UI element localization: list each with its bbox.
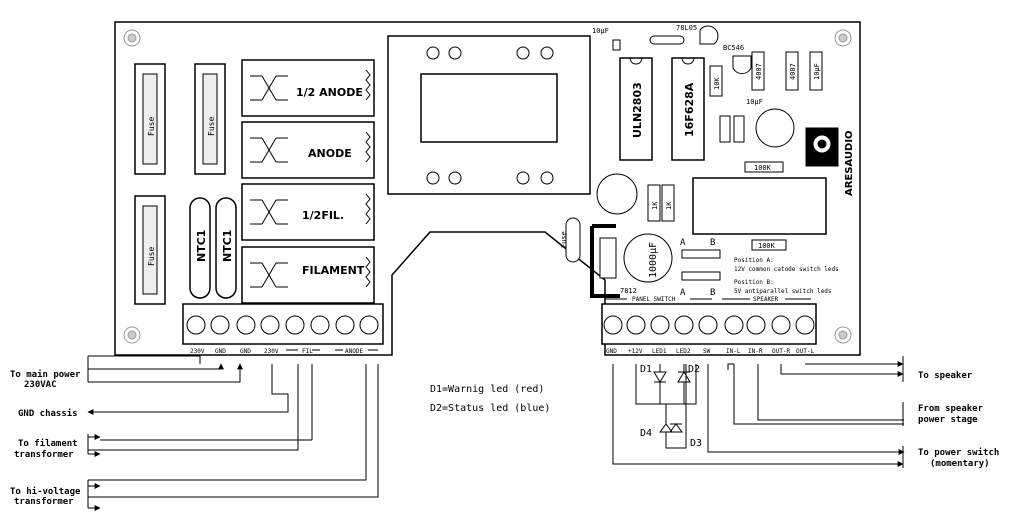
right-labels: To speaker From speaker power stage To p… (918, 371, 999, 469)
jumper-a-label-1: A (680, 238, 686, 248)
right-terminal-label-7: IN-R (748, 348, 763, 355)
legend-d1: D1=Warnig led (red) (430, 384, 544, 395)
diode-4007-label-2: 4007 (789, 63, 797, 80)
transformer (387, 35, 591, 195)
label-gnd-chassis: GND chassis (18, 408, 78, 419)
right-terminal-block: PANEL SWITCH SPEAKER GND +12V LED1 LED2 … (601, 296, 817, 355)
d4-label: D4 (640, 428, 652, 439)
right-terminal-label-2: +12V (628, 348, 643, 355)
right-group-speaker-label: SPEAKER (753, 296, 779, 303)
label-main-power-1: To main power (10, 369, 81, 380)
position-a-desc: 12V common catode switch leds (734, 266, 839, 273)
label-main-power-2: 230VAC (24, 380, 57, 390)
relay-label-3: 1/2FIL. (302, 209, 344, 222)
label-power-switch-1: To power switch (918, 447, 999, 458)
reg-7812-label: 7812 (620, 287, 637, 295)
led-legend: D1=Warnig led (red) D2=Status led (blue) (430, 384, 550, 414)
right-terminal-label-1: GND (606, 348, 617, 355)
label-filament-2: transformer (14, 450, 74, 460)
position-b-title: Position B: (734, 279, 774, 286)
label-hv-2: transformer (14, 497, 74, 507)
left-terminal-block: 230V GND GND 230V FIL ANODE (182, 303, 384, 355)
label-to-speaker: To speaker (918, 371, 973, 381)
jumper-b-label-1: B (710, 238, 715, 248)
res-1k-label-1: 1K (651, 201, 659, 210)
right-terminal-label-6: IN-L (726, 348, 741, 355)
label-power-switch-2: (momentary) (930, 459, 990, 469)
mounting-holes (123, 29, 852, 344)
relay-label-2: ANODE (308, 147, 352, 160)
d1-label: D1 (640, 364, 652, 375)
jumper-b-label-2: B (710, 288, 715, 298)
res-100k-label-1: 100K (754, 164, 772, 172)
left-terminal-label-4: 230V (264, 348, 279, 355)
uln2803-label: ULN2803 (631, 82, 644, 138)
cap-1000uf-label: 1000µF (648, 242, 659, 278)
relay-label-1: 1/2 ANODE (296, 86, 363, 99)
left-terminal-label-2: GND (215, 348, 226, 355)
d2-label: D2 (688, 364, 700, 375)
brand-label: ARESAUDIO (844, 130, 855, 196)
res-100k-label-2: 100K (758, 242, 776, 250)
right-terminal-label-4: LED2 (676, 348, 691, 355)
bc546-label: BC546 (723, 44, 744, 52)
d3-label: D3 (690, 438, 702, 449)
right-terminal-label-8: OUT-R (772, 348, 790, 355)
left-terminal-label-1: 230V (190, 348, 205, 355)
fuse-label-2: Fuse (207, 117, 216, 136)
cap-10uf-right-label: 10µF (746, 98, 763, 106)
label-from-speaker-2: power stage (918, 415, 978, 425)
left-wiring (87, 355, 379, 511)
res-1k-label-2: 1K (665, 201, 673, 210)
right-terminal-label-5: SW (703, 348, 711, 355)
fuse-label-1: Fuse (147, 117, 156, 136)
right-terminal-label-3: LED1 (652, 348, 667, 355)
relays: 1/2 ANODE ANODE 1/2FIL. FILAMENT (241, 59, 375, 304)
label-filament-1: To filament (18, 438, 78, 449)
legend-d2: D2=Status led (blue) (430, 403, 550, 414)
right-terminal-label-9: OUT-L (796, 348, 814, 355)
position-notes: Position A: 12V common catode switch led… (734, 257, 839, 295)
label-hv-1: To hi-voltage (10, 486, 81, 497)
left-labels: To main power 230VAC GND chassis To fila… (10, 369, 81, 507)
left-terminal-label-anode: ANODE (345, 348, 363, 355)
position-a-title: Position A: (734, 257, 774, 264)
diode-4007-label-1: 4007 (755, 63, 763, 80)
label-from-speaker-1: From speaker (918, 404, 984, 414)
led-diodes (612, 356, 905, 468)
res-10k-vertical-label: 10K (713, 77, 721, 90)
right-group-panel-label: PANEL SWITCH (632, 296, 676, 303)
ntc-thermistors: NTC1 NTC1 (189, 197, 237, 299)
fuse-holders: Fuse Fuse Fuse (134, 63, 226, 305)
fuse-label-3: Fuse (147, 247, 156, 266)
jumper-a-label-2: A (680, 288, 686, 298)
diode-labels: D1 D2 D3 D4 (640, 364, 702, 449)
reg-78l05-label: 78L05 (676, 24, 697, 32)
position-b-desc: 5V antiparallel switch leds (734, 288, 832, 295)
left-terminal-label-fil: FIL (302, 348, 313, 355)
relay-label-4: FILAMENT (302, 264, 365, 277)
cap-10uf-vertical-label: 10µF (813, 63, 821, 80)
control-components: 10µF 78L05 BC546 ULN2803 16F628A 10K 400… (560, 24, 855, 298)
cap-10uf-label: 10µF (592, 27, 609, 35)
ntc-label-2: NTC1 (221, 230, 234, 262)
ntc-label-1: NTC1 (195, 230, 208, 262)
pic-label: 16F628A (683, 82, 696, 137)
fuse-label-small: Fuse (560, 231, 568, 248)
left-terminal-label-3: GND (240, 348, 251, 355)
